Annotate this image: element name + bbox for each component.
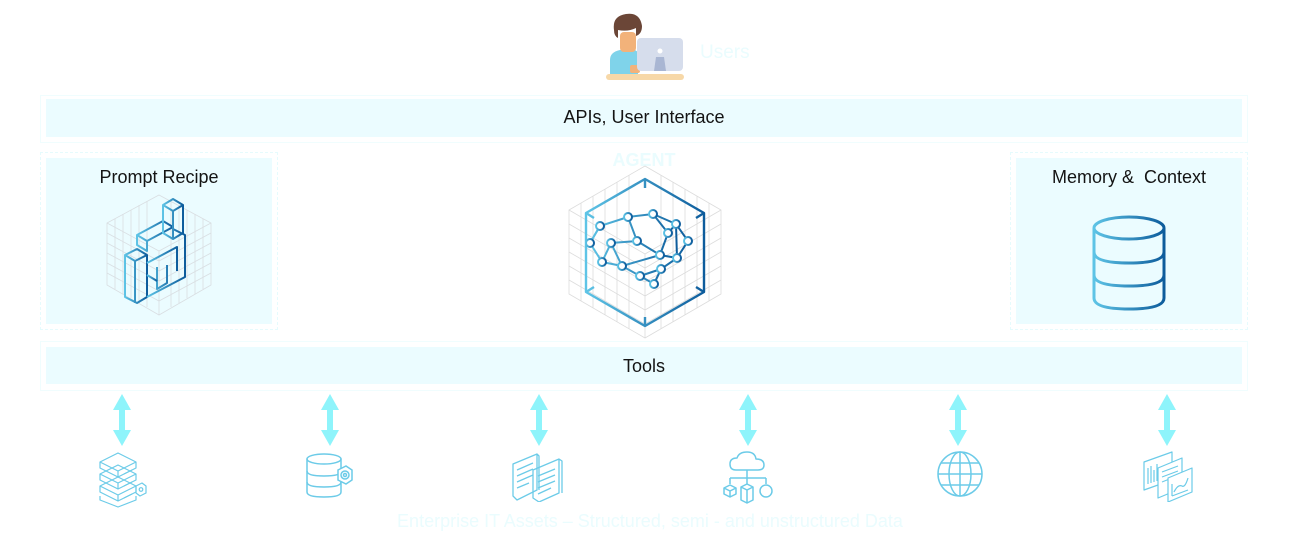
documents-icon (511, 450, 567, 502)
globe-icon (936, 450, 984, 498)
bidirectional-arrow-icon (1156, 394, 1178, 446)
users-label: Users (700, 42, 750, 64)
prompt-recipe-label: Prompt Recipe (46, 167, 272, 188)
server-stack-icon (96, 450, 148, 508)
database-icon (1090, 214, 1168, 314)
bidirectional-arrow-icon (947, 394, 969, 446)
bidirectional-arrow-icon (528, 394, 550, 446)
user-at-computer-icon (604, 10, 684, 85)
database-gear-icon (304, 450, 354, 500)
reports-charts-icon (1142, 450, 1194, 502)
brain-network-hexagon-icon (566, 162, 724, 340)
memory-label: Memory & Context (1016, 167, 1242, 188)
isometric-blocks-icon (103, 193, 215, 318)
assets-caption: Enterprise IT Assets – Structured, semi … (340, 511, 960, 532)
bidirectional-arrow-icon (111, 394, 133, 446)
bidirectional-arrow-icon (319, 394, 341, 446)
tools-label: Tools (46, 356, 1242, 377)
api-layer-label: APIs, User Interface (46, 107, 1242, 128)
cloud-network-icon (720, 450, 778, 506)
bidirectional-arrow-icon (737, 394, 759, 446)
